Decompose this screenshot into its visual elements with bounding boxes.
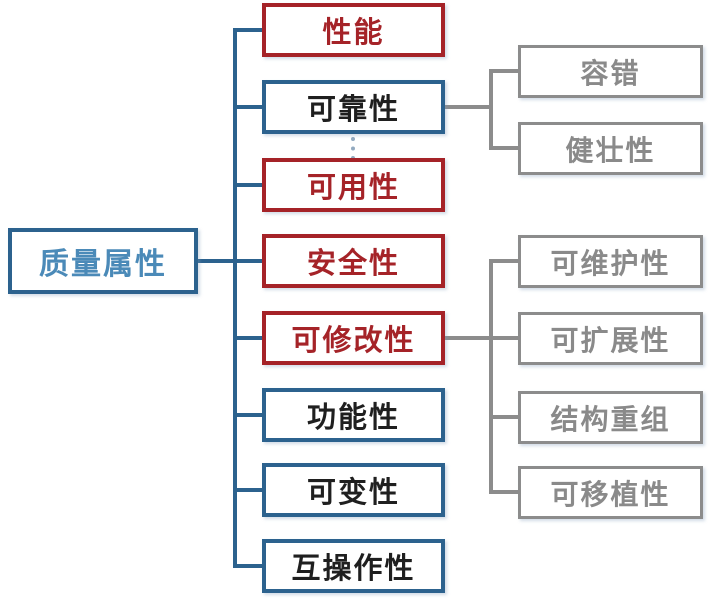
node-fault-tolerance: 容错 xyxy=(518,45,703,98)
reliability-children-trunk xyxy=(489,69,493,150)
stub-restructuring xyxy=(489,415,518,419)
node-label: 容错 xyxy=(580,57,641,89)
node-portability: 可移植性 xyxy=(518,466,703,519)
node-modifiability: 可修改性 xyxy=(262,311,445,365)
stub-performance xyxy=(233,28,262,32)
node-quality-attributes: 质量属性 xyxy=(8,228,198,294)
node-performance: 性能 xyxy=(262,3,445,57)
modifiability-branch-connector xyxy=(445,336,491,340)
node-label: 可修改性 xyxy=(291,325,416,357)
node-variability: 可变性 xyxy=(262,463,445,517)
node-label: 可扩展性 xyxy=(550,324,671,356)
node-availability: 可用性 xyxy=(262,158,445,212)
stub-maintainability xyxy=(489,259,518,263)
node-label: 质量属性 xyxy=(39,248,167,281)
node-label: 功能性 xyxy=(306,402,400,434)
node-label: 安全性 xyxy=(306,248,400,280)
node-label: 可变性 xyxy=(306,477,400,509)
node-label: 性能 xyxy=(322,17,385,49)
reliability-branch-connector xyxy=(445,105,491,109)
node-interoperability: 互操作性 xyxy=(262,539,445,593)
stub-security xyxy=(233,259,262,263)
stub-modifiability xyxy=(233,336,262,340)
stub-variability xyxy=(233,488,262,492)
trunk-connector xyxy=(233,28,237,568)
stub-reliability xyxy=(233,105,262,109)
node-maintainability: 可维护性 xyxy=(518,235,703,288)
node-label: 互操作性 xyxy=(291,553,416,585)
collapsed-items-dotted-line xyxy=(351,137,355,160)
stub-functionality xyxy=(233,413,262,417)
root-to-trunk-connector xyxy=(198,259,233,263)
node-label: 健壮性 xyxy=(565,134,656,166)
node-functionality: 功能性 xyxy=(262,388,445,442)
node-robustness: 健壮性 xyxy=(518,122,703,175)
node-restructuring: 结构重组 xyxy=(518,391,703,444)
stub-availability xyxy=(233,183,262,187)
stub-portability xyxy=(489,490,518,494)
node-label: 可维护性 xyxy=(550,247,671,279)
stub-robustness xyxy=(489,146,518,150)
stub-extensibility xyxy=(489,336,518,340)
node-label: 可靠性 xyxy=(306,94,400,126)
node-label: 可用性 xyxy=(306,172,400,204)
node-extensibility: 可扩展性 xyxy=(518,312,703,365)
node-label: 可移植性 xyxy=(550,478,671,510)
stub-interoperability xyxy=(233,564,262,568)
node-label: 结构重组 xyxy=(550,403,671,435)
stub-fault-tolerance xyxy=(489,69,518,73)
node-security: 安全性 xyxy=(262,234,445,288)
node-reliability: 可靠性 xyxy=(262,80,445,134)
modifiability-children-trunk xyxy=(489,259,493,494)
